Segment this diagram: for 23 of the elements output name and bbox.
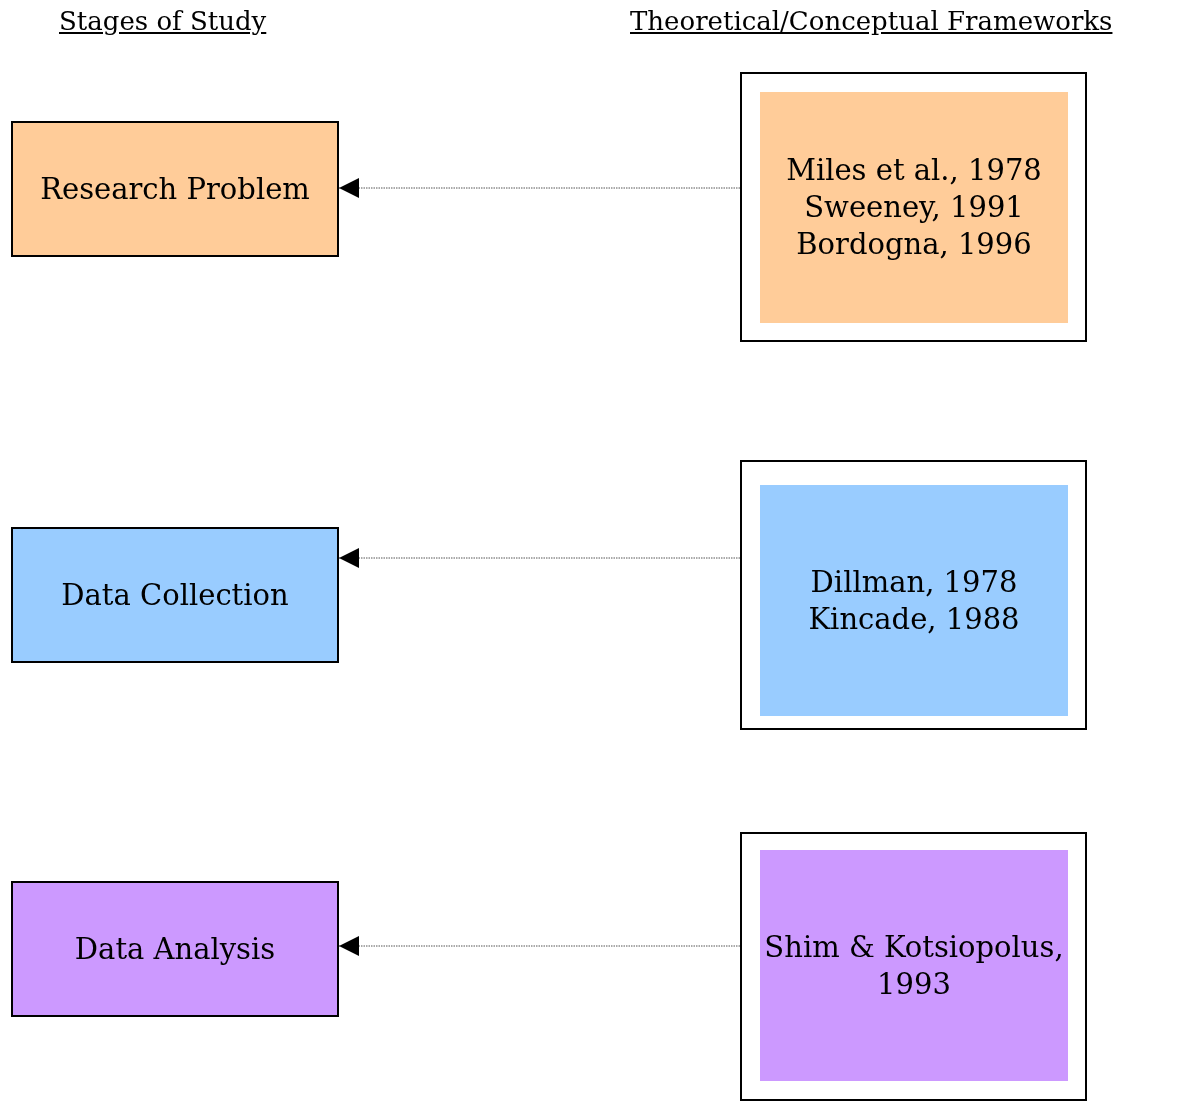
arrow [338,548,741,568]
frame-box [740,72,1087,342]
framework-box [760,485,1068,716]
stage-label: Research Problem [40,170,310,208]
framework-box [760,92,1068,323]
stage-label: Data Analysis [74,930,276,968]
stage-box [11,881,339,1017]
arrow [338,936,741,956]
citation-text: Kincade, 1988 [808,600,1020,638]
stage-box [11,527,339,663]
stage-label: Data Collection [61,576,289,614]
arrow [338,178,741,198]
citation-text: Shim & Kotsiopolus, 1993 [763,928,1065,1003]
citation-text: Sweeney, 1991 [804,189,1024,226]
citation-text: Dillman, 1978 [810,563,1018,601]
column-heading: Theoretical/Conceptual Frameworks [630,6,1113,36]
citation-text: Bordogna, 1996 [796,226,1032,263]
column-heading: Stages of Study [59,6,267,36]
frame-box [740,832,1087,1101]
stage-box [11,121,339,257]
frame-box [740,460,1087,730]
citation-text: Miles et al., 1978 [786,152,1042,189]
framework-box [760,850,1068,1081]
